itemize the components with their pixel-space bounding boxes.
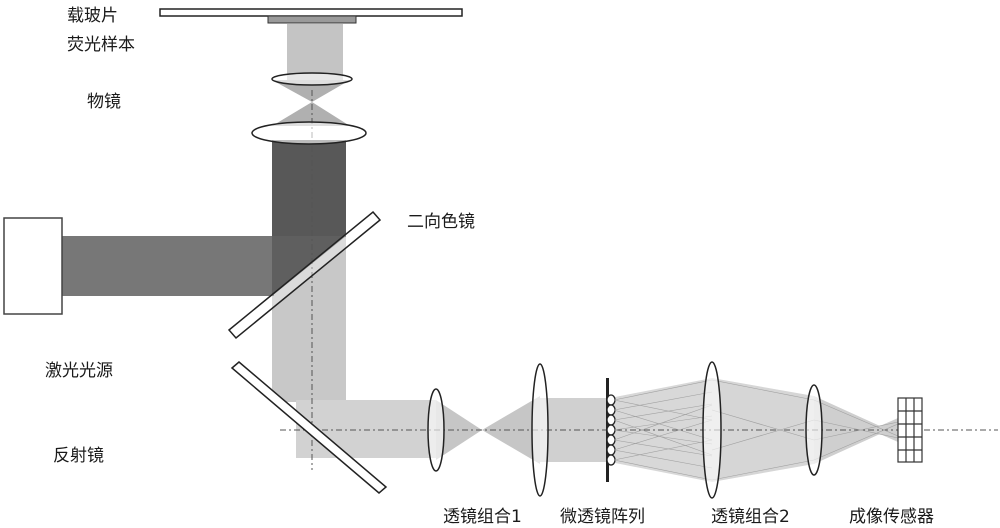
lens-group-1-second-lens <box>531 363 549 497</box>
objective-cone <box>272 80 350 126</box>
reflecting-mirror <box>230 361 388 494</box>
lens-group-2-first-lens <box>702 361 722 499</box>
label-laser: 激光光源 <box>45 361 113 381</box>
label-lens-group-2: 透镜组合2 <box>711 507 790 527</box>
glass-slide <box>159 8 463 17</box>
relay-beam <box>296 400 436 458</box>
label-sample: 荧光样本 <box>67 35 135 55</box>
image-sensor <box>897 397 923 463</box>
fluorescent-sample <box>267 15 357 24</box>
label-image-sensor: 成像传感器 <box>849 507 934 527</box>
objective-lens-lower <box>251 121 367 145</box>
lens-group-1-first-lens <box>427 388 445 472</box>
lens-group-2-second-lens <box>805 384 823 476</box>
label-lens-group-1: 透镜组合1 <box>443 507 522 527</box>
laser-source <box>3 217 63 315</box>
objective-lens-upper <box>271 72 353 86</box>
lens-group-2-beam <box>712 378 814 482</box>
label-dichroic: 二向色镜 <box>407 212 475 232</box>
laser-dichroic-overlap <box>272 236 346 296</box>
objective-beam <box>272 140 346 237</box>
label-objective: 物镜 <box>87 92 121 112</box>
dichroic-mirror <box>227 210 382 340</box>
laser-beam <box>62 236 274 296</box>
lens-group-1-cone <box>436 396 540 464</box>
label-slide: 载玻片 <box>67 6 118 26</box>
label-microlens-array: 微透镜阵列 <box>560 507 645 527</box>
microlens-rays <box>613 379 899 481</box>
microlens-array <box>606 378 616 482</box>
label-mirror: 反射镜 <box>53 446 104 466</box>
